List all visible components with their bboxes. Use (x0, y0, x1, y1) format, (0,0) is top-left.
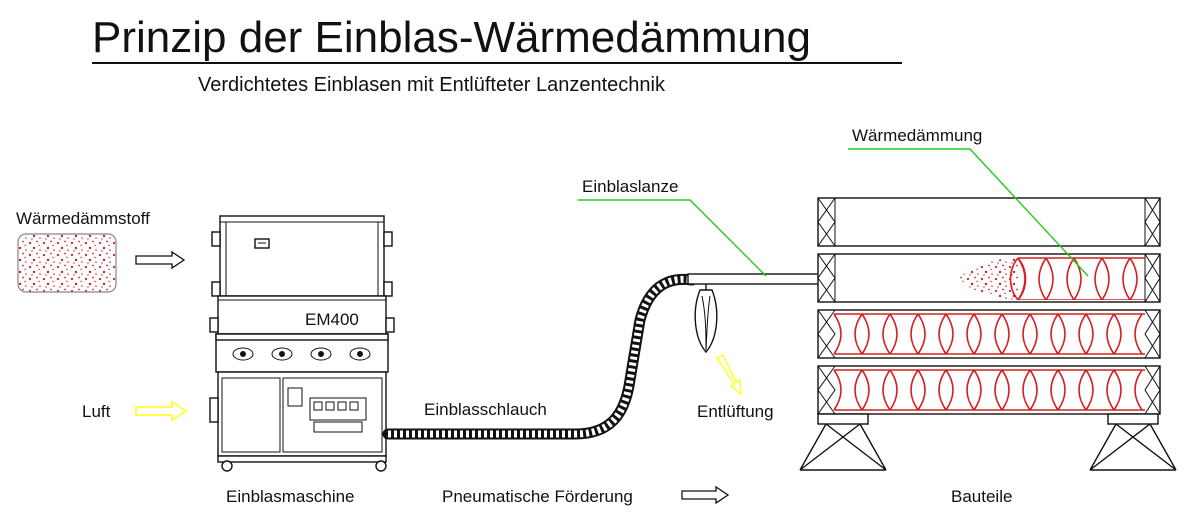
blowing-hose (382, 273, 698, 440)
material-arrow (135, 250, 186, 270)
label-insulation: Wärmedämmung (852, 126, 982, 145)
label-components: Bauteile (951, 487, 1012, 506)
air-arrow (135, 400, 188, 422)
machine-model-label: EM400 (305, 310, 359, 329)
insulation-leader-line (848, 148, 1089, 277)
lance-leader-line (578, 199, 767, 277)
label-venting: Entlüftung (697, 402, 774, 421)
diagram-subtitle: Verdichtetes Einblasen mit Entlüfteter L… (198, 74, 666, 96)
venting-arrow (715, 353, 742, 396)
label-air: Luft (82, 402, 111, 421)
blowing-machine (209, 215, 395, 472)
material-swatch (17, 233, 117, 293)
label-machine: Einblasmaschine (226, 487, 355, 506)
label-material: Wärmedämmstoff (16, 209, 150, 228)
label-lance: Einblaslanze (582, 177, 678, 196)
label-hose: Einblasschlauch (424, 400, 547, 419)
diagram-title: Prinzip der Einblas-Wärmedämmung (92, 13, 811, 62)
building-components (799, 197, 1177, 471)
label-transport: Pneumatische Förderung (442, 487, 633, 506)
transport-arrow (681, 485, 730, 505)
